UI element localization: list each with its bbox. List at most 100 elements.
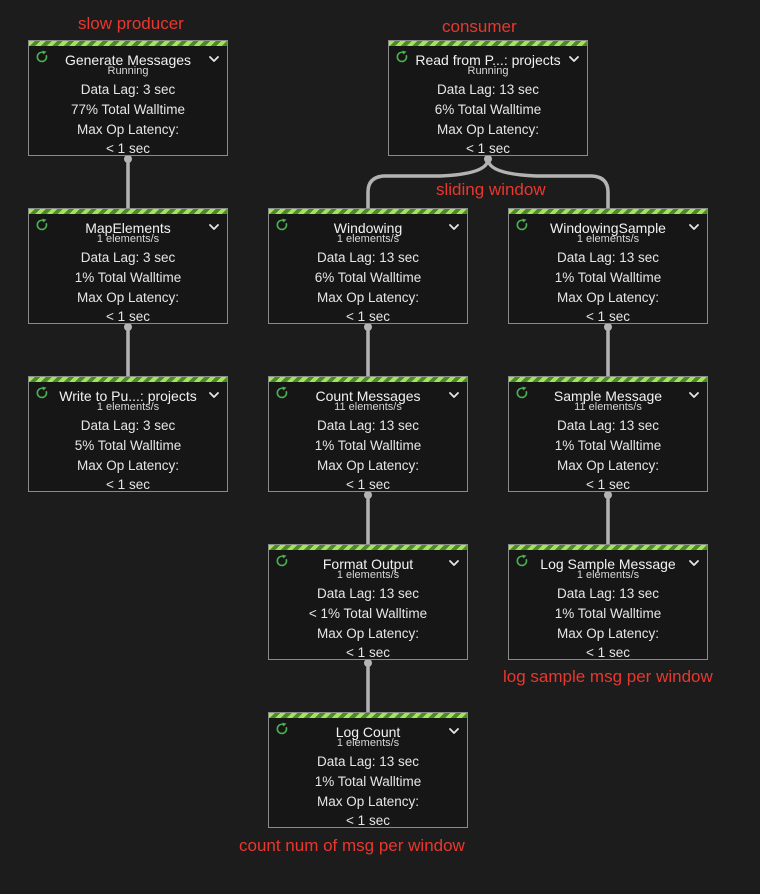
edge-port bbox=[364, 491, 372, 499]
status-running-icon bbox=[275, 218, 289, 232]
node-data-lag: Data Lag: 3 sec bbox=[80, 250, 176, 265]
node-title: Sample Message bbox=[553, 388, 663, 404]
chevron-down-icon[interactable] bbox=[687, 388, 701, 402]
node-title: Log Count bbox=[335, 724, 401, 740]
node-walltime: 5% Total Walltime bbox=[74, 438, 182, 453]
progress-stripe bbox=[269, 545, 467, 550]
edge-port bbox=[364, 659, 372, 667]
node-walltime: 1% Total Walltime bbox=[554, 606, 662, 621]
status-running-icon bbox=[35, 50, 49, 64]
annotation-slow-producer: slow producer bbox=[78, 14, 184, 33]
progress-stripe bbox=[269, 209, 467, 214]
node-data-lag: Data Lag: 3 sec bbox=[80, 82, 176, 97]
node-title: Count Messages bbox=[315, 388, 421, 404]
node-throughput: 1 elements/s bbox=[96, 233, 160, 245]
chevron-down-icon[interactable] bbox=[447, 388, 461, 402]
node-walltime: 77% Total Walltime bbox=[70, 102, 186, 117]
node-throughput: Running bbox=[107, 65, 149, 77]
status-running-icon bbox=[275, 554, 289, 568]
progress-stripe bbox=[509, 545, 707, 550]
node-latency-value: < 1 sec bbox=[586, 477, 630, 492]
node-data-lag: Data Lag: 13 sec bbox=[316, 586, 420, 601]
edge-port bbox=[124, 323, 132, 331]
chevron-down-icon[interactable] bbox=[447, 220, 461, 234]
node-latency-value: < 1 sec bbox=[346, 309, 390, 324]
node-max-op-latency: Max Op Latency: bbox=[316, 458, 420, 473]
node-max-op-latency: Max Op Latency: bbox=[556, 626, 660, 641]
node-title: Read from P...: projects bbox=[415, 52, 561, 68]
edge-port bbox=[364, 323, 372, 331]
node-latency-value: < 1 sec bbox=[106, 141, 150, 156]
annotation-sliding-window: sliding window bbox=[436, 180, 546, 199]
edge-port bbox=[124, 155, 132, 163]
node-walltime: 6% Total Walltime bbox=[434, 102, 542, 117]
progress-stripe bbox=[509, 209, 707, 214]
node-throughput: 1 elements/s bbox=[96, 401, 160, 413]
node-max-op-latency: Max Op Latency: bbox=[76, 458, 180, 473]
edge-port bbox=[604, 491, 612, 499]
status-running-icon bbox=[395, 50, 409, 64]
chevron-down-icon[interactable] bbox=[447, 724, 461, 738]
chevron-down-icon[interactable] bbox=[207, 220, 221, 234]
node-throughput: 1 elements/s bbox=[576, 233, 640, 245]
node-walltime: 1% Total Walltime bbox=[554, 270, 662, 285]
node-data-lag: Data Lag: 13 sec bbox=[556, 250, 660, 265]
status-running-icon bbox=[515, 218, 529, 232]
node-max-op-latency: Max Op Latency: bbox=[436, 122, 540, 137]
edge-read-windowing bbox=[366, 157, 490, 210]
status-running-icon bbox=[515, 554, 529, 568]
edge-port bbox=[604, 323, 612, 331]
node-title: Format Output bbox=[322, 556, 414, 572]
chevron-down-icon[interactable] bbox=[447, 556, 461, 570]
status-running-icon bbox=[275, 386, 289, 400]
progress-stripe bbox=[269, 377, 467, 382]
node-throughput: 1 elements/s bbox=[336, 737, 400, 749]
node-title: Generate Messages bbox=[64, 52, 192, 68]
node-walltime: 1% Total Walltime bbox=[314, 774, 422, 789]
node-latency-value: < 1 sec bbox=[466, 141, 510, 156]
progress-stripe bbox=[509, 377, 707, 382]
chevron-down-icon[interactable] bbox=[567, 52, 581, 66]
node-throughput: 11 elements/s bbox=[334, 401, 402, 413]
node-max-op-latency: Max Op Latency: bbox=[76, 122, 180, 137]
node-max-op-latency: Max Op Latency: bbox=[556, 458, 660, 473]
node-data-lag: Data Lag: 13 sec bbox=[316, 250, 420, 265]
node-throughput: 1 elements/s bbox=[336, 233, 400, 245]
chevron-down-icon[interactable] bbox=[687, 556, 701, 570]
node-throughput: 11 elements/s bbox=[574, 401, 642, 413]
node-data-lag: Data Lag: 13 sec bbox=[556, 586, 660, 601]
node-latency-value: < 1 sec bbox=[106, 309, 150, 324]
node-max-op-latency: Max Op Latency: bbox=[316, 290, 420, 305]
node-walltime: 1% Total Walltime bbox=[74, 270, 182, 285]
edge-port bbox=[484, 155, 492, 163]
node-latency-value: < 1 sec bbox=[586, 309, 630, 324]
node-data-lag: Data Lag: 3 sec bbox=[80, 418, 176, 433]
chevron-down-icon[interactable] bbox=[207, 388, 221, 402]
chevron-down-icon[interactable] bbox=[207, 52, 221, 66]
node-title: Windowing bbox=[333, 220, 403, 236]
edge-read-windowing-sample bbox=[486, 157, 610, 210]
node-latency-value: < 1 sec bbox=[586, 645, 630, 660]
status-running-icon bbox=[275, 722, 289, 736]
chevron-down-icon[interactable] bbox=[687, 220, 701, 234]
node-walltime: 6% Total Walltime bbox=[314, 270, 422, 285]
node-throughput: 1 elements/s bbox=[336, 569, 400, 581]
node-max-op-latency: Max Op Latency: bbox=[556, 290, 660, 305]
node-title: WindowingSample bbox=[550, 220, 666, 236]
progress-stripe bbox=[29, 377, 227, 382]
annotation-log-sample: log sample msg per window bbox=[503, 667, 713, 686]
node-latency-value: < 1 sec bbox=[346, 477, 390, 492]
node-max-op-latency: Max Op Latency: bbox=[316, 794, 420, 809]
